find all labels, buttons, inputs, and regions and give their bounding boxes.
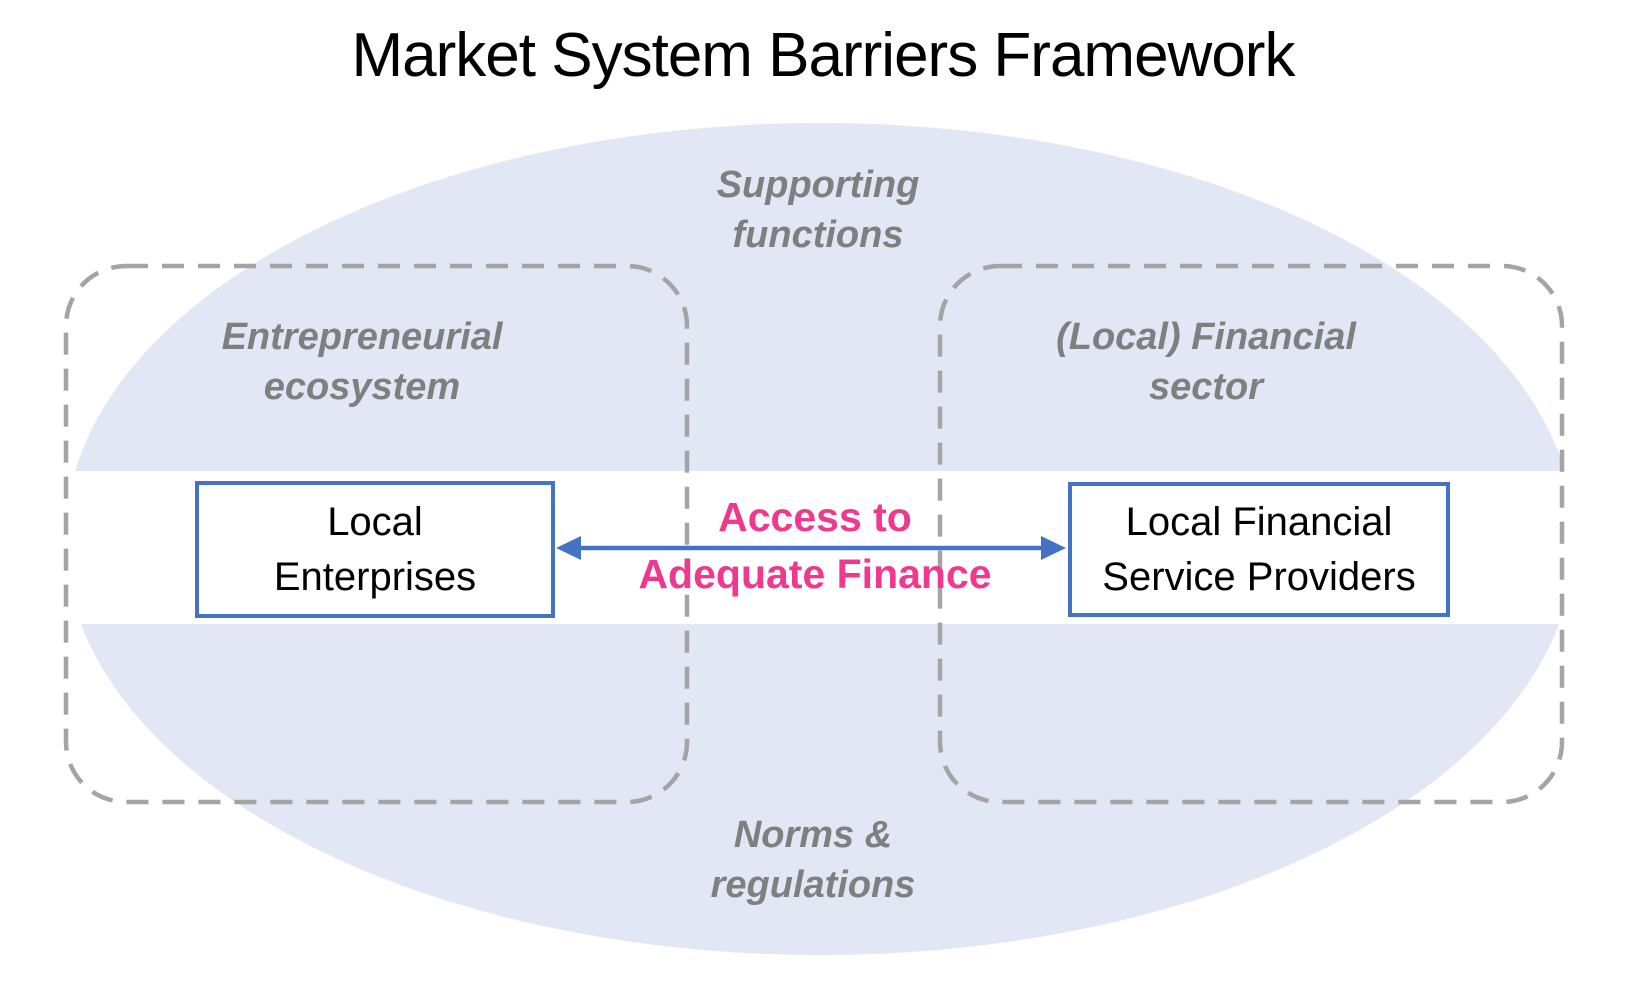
finance-arrowhead-right-icon	[1041, 536, 1066, 560]
label-supporting-functions: Supporting functions	[716, 164, 920, 256]
label-norms-regulations: Norms & regulations	[710, 814, 916, 906]
finance-arrowhead-left-icon	[556, 536, 581, 560]
financial-sector-dashed-box	[937, 263, 1565, 805]
local-enterprises-box: Local Enterprises	[195, 481, 555, 618]
entrepreneurial-ecosystem-dashed-box	[63, 263, 690, 805]
local-financial-service-providers-box: Local Financial Service Providers	[1068, 482, 1450, 617]
label-entrepreneurial-ecosystem: Entrepreneurial ecosystem	[221, 316, 503, 408]
page-title: Market System Barriers Framework	[351, 21, 1296, 90]
label-financial-sector: (Local) Financial sector	[1056, 316, 1356, 408]
access-to-adequate-finance-label: Access to Adequate Finance	[638, 494, 992, 597]
